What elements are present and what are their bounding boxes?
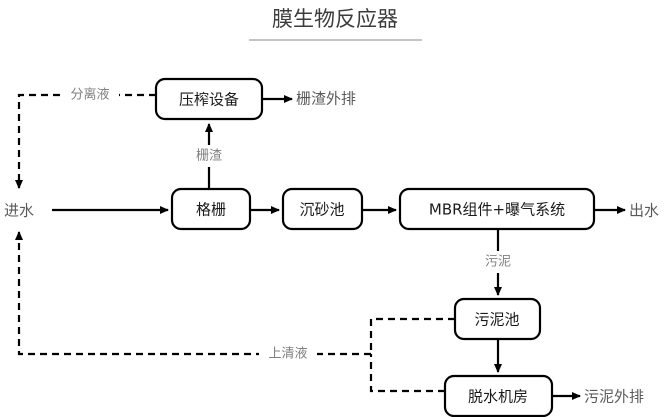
- terminal-screenings-out-label: 栅渣外排: [296, 90, 356, 108]
- node-grit-chamber-box[interactable]: [281, 187, 364, 231]
- node-grille-box[interactable]: [170, 187, 252, 231]
- edge-label-supernatant: 上清液: [268, 347, 307, 362]
- edge-label-supernatant-backing: [259, 343, 317, 365]
- terminal-influent-label: 进水: [4, 202, 34, 220]
- node-sludge-tank-box[interactable]: [453, 297, 542, 341]
- terminal-effluent-label: 出水: [629, 202, 659, 220]
- node-press[interactable]: 压榨设备: [154, 77, 264, 121]
- node-grille[interactable]: 格栅: [170, 187, 252, 231]
- node-sludge-tank-label: 污泥池: [474, 311, 519, 329]
- edge-label-screenings-backing: [187, 145, 232, 167]
- terminal-sludge-out-label: 污泥外排: [584, 388, 644, 406]
- node-dewatering-room-box[interactable]: [443, 374, 554, 417]
- edge-label-screenings: 栅渣: [196, 149, 222, 164]
- edge-label-sludge-backing: [476, 251, 521, 273]
- edge-sludgetank-to-junction: [369, 317, 455, 354]
- edge-dewater-to-junction: [369, 354, 445, 393]
- node-dewatering-room[interactable]: 脱水机房: [443, 374, 554, 417]
- node-mbr-aeration[interactable]: MBR组件+曝气系统: [398, 187, 596, 231]
- node-mbr-aeration-label: MBR组件+曝气系统: [429, 201, 565, 219]
- edge-label-separated-liquid: 分离液: [70, 87, 109, 103]
- page-title: 膜生物反应器: [272, 7, 398, 31]
- edge-junction-to-influent-supernatant: [15, 231, 371, 356]
- node-dewatering-room-label: 脱水机房: [468, 388, 528, 406]
- node-mbr-aeration-box[interactable]: [398, 187, 596, 231]
- node-grille-label: 格栅: [196, 201, 226, 219]
- node-grit-chamber[interactable]: 沉砂池: [281, 187, 364, 231]
- edge-label-sludge: 污泥: [485, 255, 511, 270]
- node-grit-chamber-label: 沉砂池: [299, 201, 344, 219]
- node-press-box[interactable]: [154, 77, 264, 121]
- node-press-label: 压榨设备: [179, 91, 239, 109]
- edge-label-separated-liquid-backing: [62, 84, 119, 106]
- node-sludge-tank[interactable]: 污泥池: [453, 297, 542, 341]
- edge-press-to-influent-separated-liquid: [15, 93, 156, 189]
